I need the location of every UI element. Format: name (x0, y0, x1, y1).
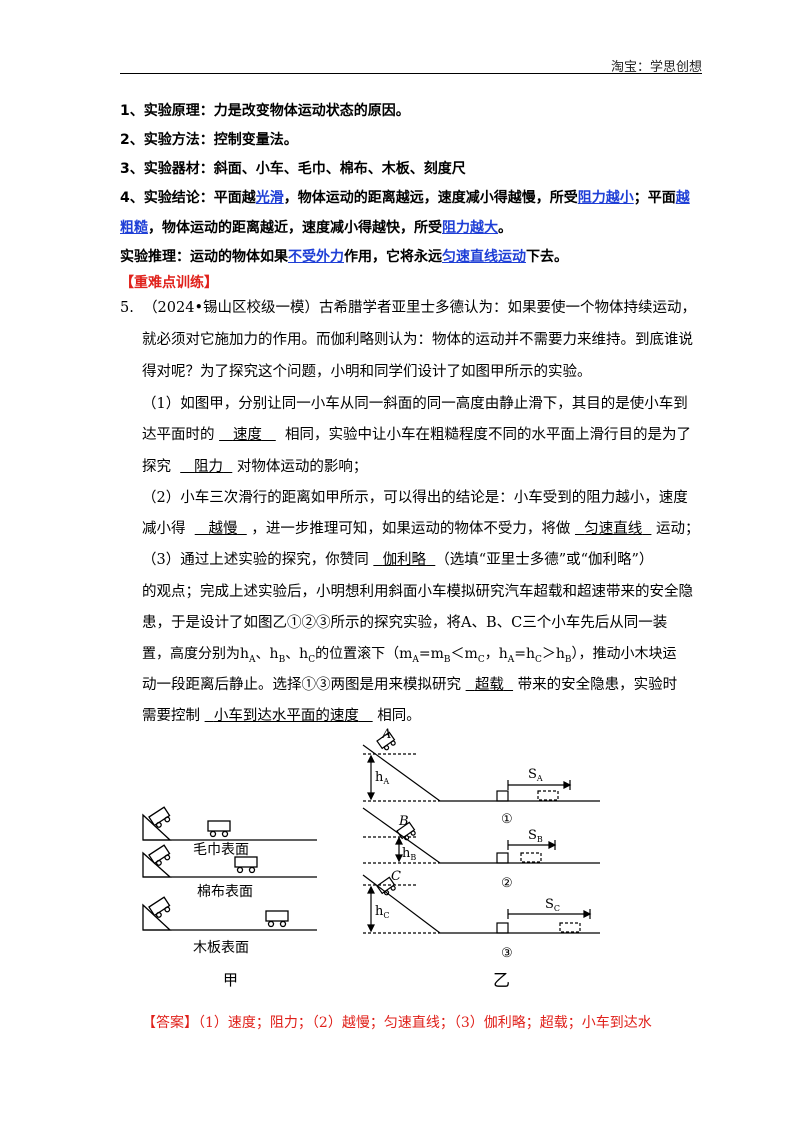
page-header: 淘宝：学思创想 (610, 60, 702, 75)
question-number: 5. (120, 300, 134, 316)
question-line-7: （2）小车三次滑行的距离如甲所示，可以得出的结论是：小车受到的阻力越小，速度 (142, 490, 688, 506)
height-label-c: hC (375, 904, 390, 920)
cart-1 (207, 820, 231, 838)
answer-blank-6: 超载 (474, 677, 504, 693)
answer-blank-1: 速度 (232, 427, 262, 443)
cart-3 (265, 910, 289, 928)
answer-blank-3: 越慢 (208, 521, 238, 537)
question-line-8: 减小得 越慢 ，进一步推理可知，如果运动的物体不受力，将做 匀速直线 运动； (142, 521, 700, 537)
set-number-2: ② (501, 876, 513, 891)
header-rule (120, 73, 702, 74)
question-line-11: 患，于是设计了如图乙①②③所示的探究实验，将A、B、C三个小车先后从同一装 (142, 615, 668, 631)
label-cotton: 棉布表面 (197, 883, 253, 900)
question-line-9: （3）通过上述实验的探究，你赞同 伽利略 （选填“亚里士多德”或“伽利略”） (142, 552, 654, 568)
label-wood: 木板表面 (193, 940, 249, 956)
answer-blank-2: 阻力 (194, 459, 224, 475)
question-line-3: 得对呢？为了探究这个问题，小明和同学们设计了如图甲所示的实验。 (142, 364, 592, 380)
car-label-c: C (391, 869, 401, 884)
question-line-12: 置，高度分别为hA、hB、hC的位置滚下（mA=mB＜mC，hA=hC＞hB），… (142, 646, 677, 665)
cart-2 (234, 856, 258, 874)
point-1: 1、实验原理：力是改变物体运动状态的原因。 (120, 103, 410, 119)
figure-jia: 毛巾表面 棉布表面 木板表面 甲 (142, 806, 317, 989)
distance-label-b: SB (528, 828, 543, 844)
point-4-cont: 粗糙，物体运动的距离越近，速度减小得越快，所受阻力越大。 (120, 220, 512, 236)
section-title: 【重难点训练】 (120, 275, 218, 291)
question-line-4: （1）如图甲，分别让同一小车从同一斜面的同一高度由静止滑下，其目的是使小车到 (142, 396, 688, 412)
keyword-uniform-motion: 匀速直线运动 (442, 249, 526, 265)
keyword-smooth: 光滑 (255, 190, 284, 206)
label-towel: 毛巾表面 (193, 842, 249, 858)
point-2: 2、实验方法：控制变量法。 (120, 132, 298, 148)
point-4: 4、实验结论：平面越光滑，物体运动的距离越远，速度减小得越慢，所受阻力越小；平面… (120, 190, 690, 206)
height-label-b: hB (402, 846, 416, 862)
keyword-no-force: 不受外力 (288, 249, 344, 265)
car-label-a: A (381, 728, 391, 742)
question-line-14: 需要控制 小车到达水平面的速度 相同。 (142, 708, 421, 724)
distance-label-c: SC (545, 897, 560, 913)
caption-yi: 乙 (493, 971, 510, 990)
keyword-more-resistance: 阻力越大 (442, 220, 498, 236)
question-line-1: 5. （2024•锡山区校级一模）古希腊学者亚里士多德认为：如果要使一个物体持续… (120, 300, 697, 316)
question-line-10: 的观点；完成上述实验后，小明想利用斜面小车模拟研究汽车超载和超速带来的安全隐 (142, 584, 693, 600)
distance-label-a: SA (528, 767, 543, 783)
answer-label: 【答案】 (142, 1015, 198, 1031)
point-3: 3、实验器材：斜面、小车、毛巾、棉布、木板、刻度尺 (120, 161, 466, 177)
figure-yi: A B C hA hB hC SA SB SC ① ② ③ 乙 (362, 728, 600, 990)
keyword-rough: 粗糙 (120, 220, 148, 236)
answer-blank-5: 伽利略 (382, 552, 427, 568)
caption-jia: 甲 (223, 971, 238, 989)
answer-blank-4: 匀速直线 (584, 521, 643, 537)
set-number-3: ③ (501, 946, 513, 961)
set-number-1: ① (501, 812, 513, 827)
question-line-6: 探究 阻力 对物体运动的影响； (142, 459, 368, 475)
question-line-13: 动一段距离后静止。选择①③两图是用来模拟研究 超载 带来的安全隐患，实验时 (142, 677, 678, 693)
answer-blank-7: 小车到达水平面的速度 (213, 708, 359, 724)
inference: 实验推理：运动的物体如果不受外力作用，它将永远匀速直线运动下去。 (120, 249, 568, 265)
question-line-2: 就必须对它施加力的作用。而伽利略则认为：物体的运动并不需要力来维持。到底谁说 (142, 332, 693, 348)
question-line-5: 达平面时的 速度 相同，实验中让小车在粗糙程度不同的水平面上滑行目的是为了 (142, 427, 691, 443)
keyword-less-resistance: 阻力越小 (577, 190, 634, 206)
height-label-a: hA (375, 770, 389, 786)
answer-line: 【答案】（1）速度；阻力；（2）越慢；匀速直线；（3）伽利略；超载；小车到达水 (142, 1015, 652, 1031)
car-label-b: B (398, 814, 409, 829)
